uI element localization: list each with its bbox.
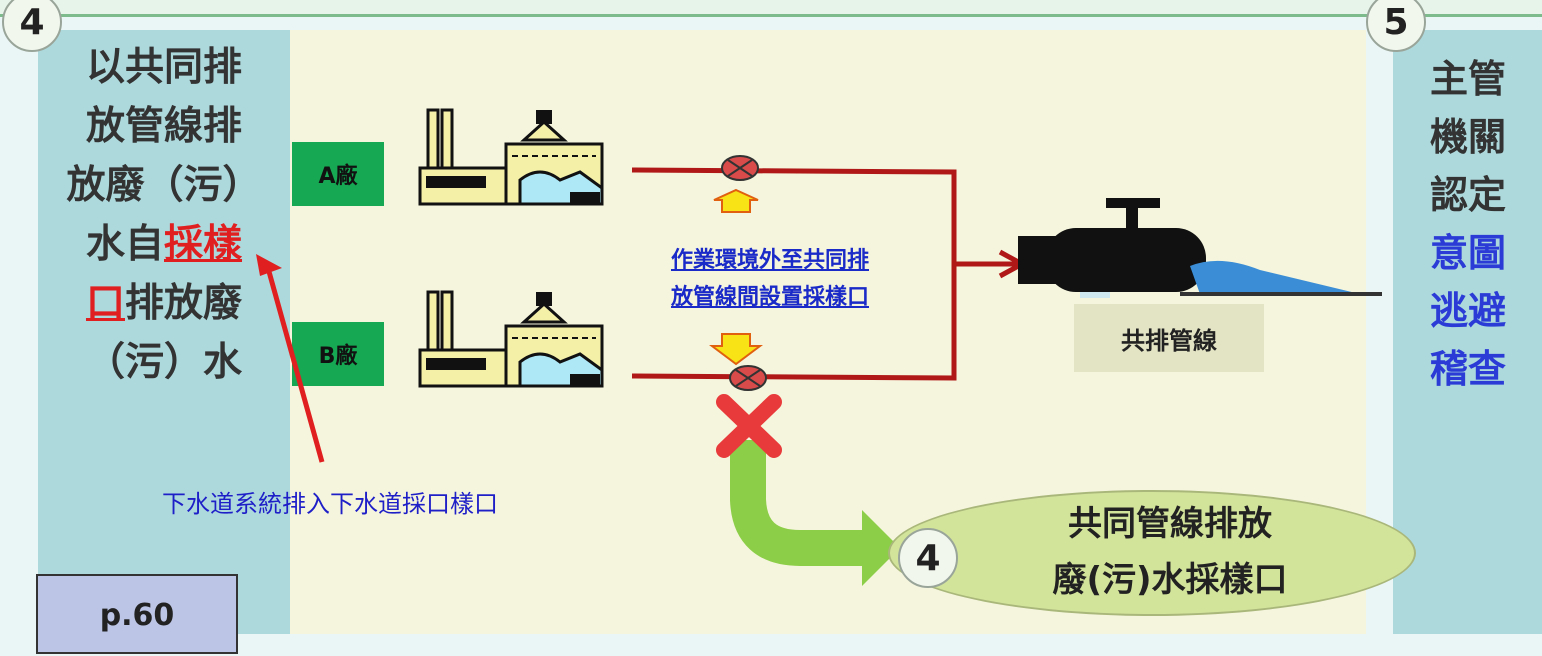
right-text-line: 主管 [1429, 57, 1506, 101]
green-arrowhead [862, 510, 900, 586]
ellipse-badge-4: 4 [898, 528, 958, 588]
pointer-arrowhead [256, 254, 282, 276]
left-text-line: 口排放廢 [50, 274, 278, 333]
sampling-port-label: 作業環境外至共同排 放管線間設置採樣口 [610, 242, 930, 316]
arrow-down-icon [709, 333, 763, 366]
top-banner [0, 0, 1542, 17]
blocked-x-icon [716, 394, 782, 458]
factory-a-icon [418, 108, 604, 206]
right-text-line: 稽查 [1429, 347, 1506, 391]
valve-a-icon [721, 155, 759, 181]
ellipse-text: 共同管線排放 廢(污)水採樣口 [980, 496, 1360, 608]
sewer-note: 下水道系統排入下水道採口樣口 [162, 490, 498, 518]
sampling-port-highlight: 採樣 [164, 222, 243, 267]
left-text-line: 放管線排 [85, 104, 242, 149]
left-text-line: 水自採樣 [50, 215, 278, 274]
right-text-line: 機關 [1429, 115, 1506, 159]
right-text-line: 意圖 [1429, 231, 1506, 275]
left-text-segment: 水自 [85, 222, 164, 267]
green-flow-arrow [730, 440, 868, 566]
arrow-up-icon [713, 188, 759, 213]
right-text-line: 逃避 [1429, 289, 1506, 333]
right-panel [1393, 30, 1542, 634]
sampling-port-highlight: 口 [85, 281, 125, 326]
right-panel-text: 主管 機關 認定 意圖 逃避 稽查 [1418, 50, 1518, 398]
plant-b-label: B廠 [292, 322, 384, 386]
pointer-arrow [265, 267, 325, 463]
left-text-line: 以共同排 [85, 45, 242, 90]
pipe-a-line [631, 167, 1018, 267]
faucet-icon [1018, 198, 1382, 298]
left-text-line: （污）水 [85, 340, 242, 385]
left-panel-text: 以共同排 放管線排 放廢（污） 水自採樣 口排放廢 （污）水 [50, 38, 278, 392]
left-text-segment: 排放廢 [125, 281, 243, 326]
page-reference: p.60 [36, 574, 238, 654]
center-label-line: 放管線間設置採樣口 [670, 285, 869, 310]
left-text-line: 放廢（污） [66, 163, 262, 208]
center-label-line: 作業環境外至共同排 [670, 248, 869, 273]
right-text-line: 認定 [1429, 173, 1506, 217]
valve-b-icon [729, 365, 767, 391]
flow-diagram [256, 108, 1382, 586]
step-badge-5: 5 [1366, 0, 1426, 52]
left-panel [38, 30, 290, 634]
shared-sampling-port-ellipse [888, 490, 1416, 616]
ellipse-text-line: 共同管線排放 [1068, 504, 1272, 544]
step-badge-4: 4 [2, 0, 62, 52]
shared-pipe-label: 共排管線 [1074, 304, 1264, 372]
factory-b-icon [418, 290, 604, 388]
plant-a-label: A廠 [292, 142, 384, 206]
ellipse-text-line: 廢(污)水採樣口 [1052, 560, 1288, 600]
